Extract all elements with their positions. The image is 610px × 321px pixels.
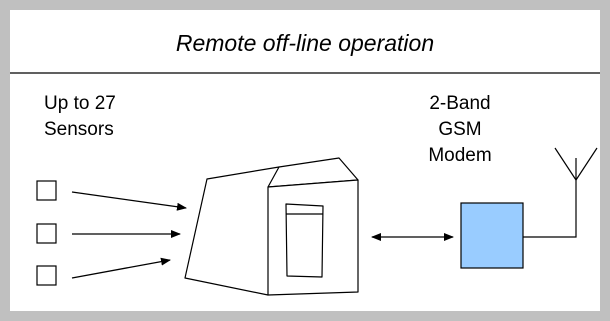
sensor-arrow-1 (71, 191, 187, 211)
sensor-box-1 (36, 180, 57, 201)
sensor-box-3 (36, 265, 57, 286)
modem-label-line1: 2-Band (429, 93, 491, 114)
modem-label-line3: Modem (428, 145, 492, 166)
modem-label-line2: GSM (438, 119, 482, 140)
sensor-box-2 (36, 223, 57, 244)
sensors-label-line2: Sensors (44, 119, 114, 140)
data-logger-device (184, 157, 359, 296)
antenna-icon (523, 147, 598, 238)
diagram-title: Remote off-line operation (175, 30, 435, 56)
sensor-arrow-3 (71, 257, 171, 279)
gsm-modem-box (460, 202, 524, 269)
sensors-label-line1: Up to 27 (44, 93, 116, 114)
